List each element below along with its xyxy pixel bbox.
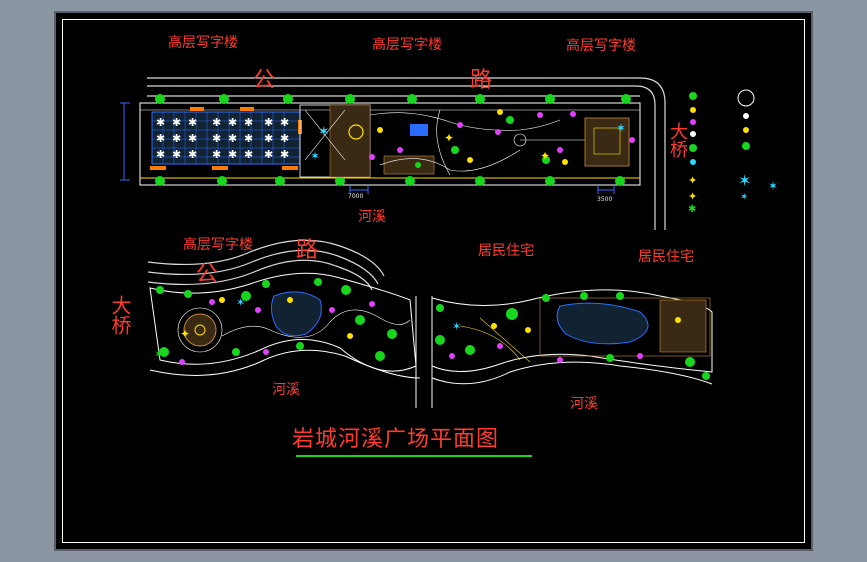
svg-text:✶: ✶ xyxy=(452,320,461,333)
svg-text:✦: ✦ xyxy=(180,327,190,341)
svg-text:✶: ✶ xyxy=(318,124,330,140)
label-office-building-4: 高层写字楼 xyxy=(183,237,253,253)
svg-text:✦: ✦ xyxy=(540,149,550,163)
svg-text:✱: ✱ xyxy=(212,148,221,161)
svg-text:✱: ✱ xyxy=(156,132,165,145)
svg-text:✱: ✱ xyxy=(172,116,181,129)
label-bridge-top: 大桥 xyxy=(667,122,688,158)
label-river-bottom-right: 河溪 xyxy=(570,396,598,412)
svg-text:✱: ✱ xyxy=(228,148,237,161)
svg-text:✦: ✦ xyxy=(444,131,454,145)
bottom-plants: ✦ ✶ ✶ ✶ xyxy=(154,278,710,380)
svg-text:✱: ✱ xyxy=(228,116,237,129)
svg-text:✶: ✶ xyxy=(738,171,751,190)
svg-text:✱: ✱ xyxy=(264,116,273,129)
label-office-building-3: 高层写字楼 xyxy=(566,38,636,54)
dimension-label-2: 3500 xyxy=(597,196,613,203)
svg-text:✱: ✱ xyxy=(244,116,253,129)
title-underline xyxy=(296,455,532,457)
top-plaza-outline xyxy=(139,102,641,186)
legend-symbols: ✦ ✦ ✱ ✶ ✶ ✶ xyxy=(688,89,778,215)
svg-text:✶: ✶ xyxy=(740,192,748,203)
svg-text:✱: ✱ xyxy=(156,148,165,161)
svg-text:✱: ✱ xyxy=(156,116,165,129)
svg-text:✱: ✱ xyxy=(172,148,181,161)
svg-text:✱: ✱ xyxy=(244,148,253,161)
svg-text:✦: ✦ xyxy=(688,190,697,203)
right-pavilion xyxy=(584,117,630,167)
svg-text:✱: ✱ xyxy=(188,116,197,129)
label-river-top: 河溪 xyxy=(358,209,386,225)
svg-text:✱: ✱ xyxy=(280,148,289,161)
label-office-building-2: 高层写字楼 xyxy=(372,37,442,53)
label-road-gong-bottom: 公 xyxy=(196,262,219,287)
label-residential-1: 居民住宅 xyxy=(478,243,534,259)
label-bridge-bottom: 大桥 xyxy=(108,295,132,335)
svg-text:✶: ✶ xyxy=(768,179,778,193)
svg-text:✱: ✱ xyxy=(280,132,289,145)
bottom-paths xyxy=(221,309,531,363)
svg-text:✱: ✱ xyxy=(244,132,253,145)
bridge-columns xyxy=(415,296,433,408)
top-trees xyxy=(155,94,631,186)
svg-text:✱: ✱ xyxy=(688,204,696,215)
svg-text:✱: ✱ xyxy=(212,132,221,145)
svg-text:✱: ✱ xyxy=(264,132,273,145)
top-right-garden xyxy=(369,109,585,176)
bottom-ponds xyxy=(270,291,711,357)
svg-text:✶: ✶ xyxy=(154,347,164,361)
round-plaza xyxy=(177,307,223,353)
svg-text:✶: ✶ xyxy=(616,121,626,135)
label-residential-2: 居民住宅 xyxy=(638,249,694,265)
top-road-lines xyxy=(147,77,666,230)
svg-text:✶: ✶ xyxy=(236,296,245,309)
dimension-left xyxy=(120,102,615,194)
label-road-gong-top: 公 xyxy=(253,68,276,93)
label-road-lu-top: 路 xyxy=(470,68,493,93)
label-office-building-1: 高层写字楼 xyxy=(168,35,238,51)
bottom-road-lines xyxy=(147,239,385,291)
left-blue-paving: ✱ ✱ ✱ ✱ ✱ ✱ ✱ ✱ ✱ ✱ ✱ ✱ ✱ ✱ ✱ ✱ ✱ ✱ ✱ ✱ ✱ ✱ ✱ ✱ xyxy=(151,111,301,165)
central-plaza xyxy=(299,104,435,178)
svg-text:✱: ✱ xyxy=(280,116,289,129)
drawing-sheet xyxy=(56,13,811,549)
svg-text:✱: ✱ xyxy=(188,148,197,161)
svg-text:✱: ✱ xyxy=(264,148,273,161)
top-flowers: ✶ ✶ ✦ ✦ ✶ xyxy=(310,109,635,168)
svg-text:✶: ✶ xyxy=(310,149,320,163)
label-river-bottom-left: 河溪 xyxy=(272,382,300,398)
svg-text:✱: ✱ xyxy=(172,132,181,145)
svg-text:✱: ✱ xyxy=(228,132,237,145)
label-road-lu-bottom: 路 xyxy=(296,238,319,263)
svg-text:✦: ✦ xyxy=(688,174,697,187)
drawing-title: 岩城河溪广场平面图 xyxy=(292,427,500,452)
svg-text:✱: ✱ xyxy=(188,132,197,145)
svg-text:✱: ✱ xyxy=(212,116,221,129)
dimension-label-1: 7000 xyxy=(348,193,364,200)
